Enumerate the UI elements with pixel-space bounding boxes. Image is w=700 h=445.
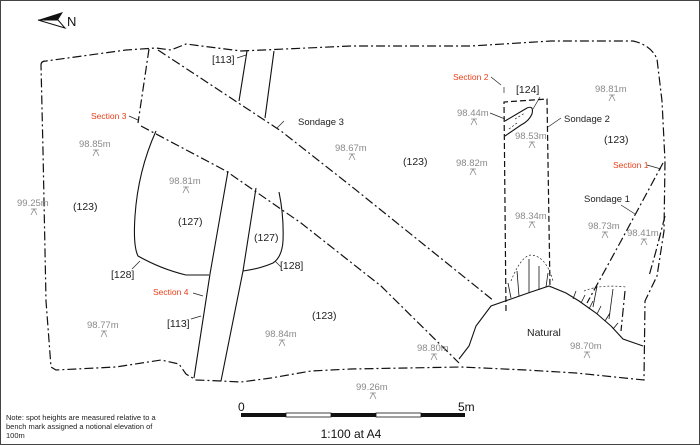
spot-height-marker-icon bbox=[100, 330, 108, 338]
scale-end: 5m bbox=[458, 400, 475, 414]
context-123: (123) bbox=[73, 201, 98, 213]
context-124: [124] bbox=[516, 84, 539, 96]
spot-height: 98.73m bbox=[588, 221, 620, 232]
sondage-3 bbox=[137, 48, 495, 364]
spot-height: 98.82m bbox=[456, 158, 488, 169]
context-128: [128] bbox=[111, 269, 134, 281]
spot-height-marker-icon bbox=[601, 231, 609, 239]
context-128: [128] bbox=[280, 260, 303, 272]
spot-height: 98.80m bbox=[417, 343, 449, 354]
spot-height: 98.41m bbox=[627, 228, 659, 239]
hachures bbox=[507, 259, 619, 330]
spot-height-marker-icon bbox=[430, 353, 438, 361]
spot-height-marker-icon bbox=[182, 186, 190, 194]
leader-lines bbox=[128, 54, 662, 320]
spot-height-marker-icon bbox=[30, 208, 38, 216]
spot-height: 98.70m bbox=[570, 341, 602, 352]
section-4-label: Section 4 bbox=[153, 287, 189, 297]
spot-height-marker-icon bbox=[469, 168, 477, 176]
spot-height-marker-icon bbox=[528, 141, 536, 149]
spot-height-marker-icon bbox=[640, 238, 648, 246]
north-label: N bbox=[67, 14, 76, 29]
spot-height: 98.34m bbox=[515, 211, 547, 222]
spot-height-marker-icon bbox=[528, 221, 536, 229]
section-2-label: Section 2 bbox=[453, 72, 489, 82]
context-127: (127) bbox=[178, 216, 203, 228]
context-113: [113] bbox=[167, 318, 190, 330]
natural-label: Natural bbox=[527, 327, 561, 339]
north-arrow-icon bbox=[37, 12, 67, 29]
scale-ratio: 1:100 at A4 bbox=[321, 427, 382, 441]
section-1-label: Section 1 bbox=[613, 160, 649, 170]
spot-height-marker-icon bbox=[608, 94, 616, 102]
spot-height-marker-icon bbox=[369, 392, 377, 400]
spot-height-marker-icon bbox=[278, 339, 286, 347]
note-text: Note: spot heights are measured relative… bbox=[6, 413, 156, 440]
spot-height: 99.26m bbox=[356, 382, 388, 393]
context-113: [113] bbox=[212, 54, 235, 66]
context-123: (123) bbox=[312, 310, 337, 322]
scale-start: 0 bbox=[238, 400, 245, 414]
context-123: (123) bbox=[403, 156, 428, 168]
feature-124 bbox=[504, 106, 533, 137]
context-127: (127) bbox=[254, 232, 279, 244]
spot-height: 98.67m bbox=[335, 143, 367, 154]
section-3-label: Section 3 bbox=[91, 111, 127, 121]
spot-height-marker-icon bbox=[470, 118, 478, 126]
sondage-3-label: Sondage 3 bbox=[298, 117, 344, 128]
spot-height-marker-icon bbox=[348, 153, 356, 161]
spot-height: 98.81m bbox=[595, 84, 627, 95]
feature-128-east bbox=[242, 191, 284, 272]
spot-height: 98.44m bbox=[457, 108, 489, 119]
spot-height-marker-icon bbox=[92, 149, 100, 157]
sondage-2-label: Sondage 2 bbox=[564, 114, 610, 125]
trench-boundary bbox=[40, 40, 666, 383]
scale-bar bbox=[241, 412, 465, 418]
spot-height-marker-icon bbox=[583, 351, 591, 359]
spot-height: 99.25m bbox=[17, 198, 49, 209]
spot-height: 98.81m bbox=[169, 176, 201, 187]
sondage-1 bbox=[586, 162, 666, 332]
feature-128-west bbox=[133, 130, 209, 276]
spot-height: 98.53m bbox=[515, 131, 547, 142]
context-123: (123) bbox=[604, 134, 629, 146]
spot-height: 98.77m bbox=[87, 320, 119, 331]
sondage-1-label: Sondage 1 bbox=[584, 194, 630, 205]
sondage-2 bbox=[503, 98, 551, 312]
natural-edge bbox=[458, 285, 644, 360]
spot-height: 98.84m bbox=[265, 329, 297, 340]
spot-height: 98.85m bbox=[79, 139, 111, 150]
